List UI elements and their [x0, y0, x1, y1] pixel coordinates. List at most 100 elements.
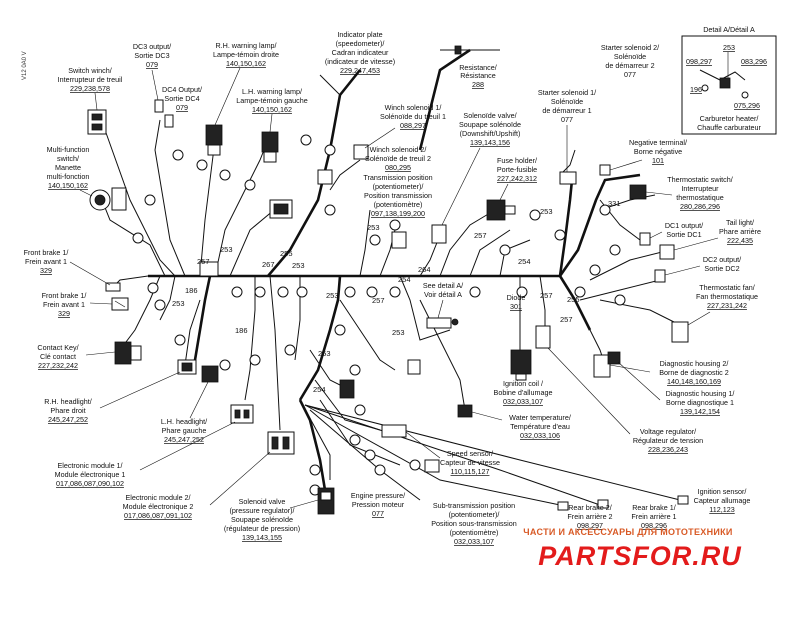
svg-text:077: 077	[624, 70, 636, 79]
label-ignition-sensor: Ignition sensor/ Capteur allumage 112,12…	[694, 487, 751, 514]
label-rear-brake-2: Rear brake 2/ Frein arrière 2 098,297	[567, 503, 612, 530]
label-see-detail-a: See detail A/ Voir détail A	[423, 281, 463, 319]
label-dc4-output: DC4 Output/ Sortie DC4 079	[162, 85, 202, 112]
front-brake-1-switch	[105, 282, 121, 292]
branch-wires	[99, 49, 681, 506]
svg-text:Water temperature/: Water temperature/	[509, 413, 571, 422]
svg-text:Cadran indicateur: Cadran indicateur	[332, 48, 389, 57]
label-rh-headlight: R.H. headlight/ Phare droit 245,247,252	[44, 371, 181, 424]
svg-text:080,295: 080,295	[385, 163, 411, 172]
svg-text:(potentiometer)/: (potentiometer)/	[373, 182, 424, 191]
svg-text:Tail light/: Tail light/	[726, 218, 754, 227]
svg-text:139,143,155: 139,143,155	[242, 533, 282, 542]
indicator-plate-connector	[269, 199, 293, 219]
label-dc2-output: DC2 output/ Sortie DC2	[664, 255, 741, 276]
rear-brake-2-connector	[557, 501, 569, 511]
svg-text:Indicator plate: Indicator plate	[337, 30, 382, 39]
segment-label: 254	[398, 275, 411, 284]
rear-brake-1-connector	[597, 499, 609, 509]
svg-text:Fan thermostatique: Fan thermostatique	[696, 292, 758, 301]
watermark: ЧАСТИ И АКСЕССУАРЫ ДЛЯ МОТОТЕХНИКИ PARTS…	[523, 527, 741, 571]
sub-transmission-connector	[424, 459, 440, 473]
label-diode: Diode 301	[507, 293, 526, 311]
electronic-module-2	[267, 431, 295, 455]
svg-text:229,247,453: 229,247,453	[340, 66, 380, 75]
svg-text:DC2 output/: DC2 output/	[703, 255, 741, 264]
svg-text:101: 101	[652, 156, 664, 165]
dc3-output-connector	[154, 99, 164, 113]
svg-text:228,236,243: 228,236,243	[648, 445, 688, 454]
segment-label: 255	[567, 295, 580, 304]
svg-text:Capteur allumage: Capteur allumage	[694, 496, 751, 505]
segment-label: 257	[560, 315, 573, 324]
svg-text:Ignition sensor/: Ignition sensor/	[698, 487, 747, 496]
detail-ref-253: 253	[723, 43, 735, 52]
svg-text:Winch solenoid 2/: Winch solenoid 2/	[370, 145, 427, 154]
label-voltage-regulator: Voltage regulator/ Régulateur de tension…	[547, 347, 703, 454]
svg-text:Position transmission: Position transmission	[364, 191, 432, 200]
segment-label: 253	[220, 245, 233, 254]
diode-component	[407, 359, 421, 375]
svg-text:Multi-function: Multi-function	[47, 145, 90, 154]
svg-text:Borne de diagnostic 2: Borne de diagnostic 2	[659, 368, 729, 377]
svg-text:227,231,242: 227,231,242	[707, 301, 747, 310]
svg-text:Solénoïde du treuil 1: Solénoïde du treuil 1	[380, 112, 446, 121]
svg-text:Phare gauche: Phare gauche	[162, 426, 207, 435]
lh-warning-lamp	[261, 131, 279, 163]
svg-text:110,115,127: 110,115,127	[451, 467, 490, 476]
svg-text:Front brake 1/: Front brake 1/	[24, 248, 69, 257]
label-thermostatic-switch: Thermostatic switch/ Interrupteur thermo…	[645, 175, 733, 211]
segment-label: 253	[172, 299, 185, 308]
svg-text:077: 077	[372, 509, 384, 518]
label-negative-terminal: Negative terminal/ Borne négative 101	[609, 138, 687, 171]
svg-text:(speedometer)/: (speedometer)/	[336, 39, 385, 48]
water-temperature-sensor	[457, 404, 473, 418]
svg-text:Thermostatic fan/: Thermostatic fan/	[699, 283, 755, 292]
svg-text:032,033,107: 032,033,107	[503, 397, 543, 406]
svg-text:Phare arrière: Phare arrière	[719, 227, 761, 236]
svg-text:Frein arrière 1: Frein arrière 1	[631, 512, 676, 521]
svg-text:Switch winch/: Switch winch/	[68, 66, 112, 75]
svg-text:See detail A/: See detail A/	[423, 281, 463, 290]
label-transmission-position: Transmission position (potentiometer)/ P…	[363, 173, 432, 218]
diagnostic-housing-2	[593, 354, 611, 378]
svg-text:288: 288	[472, 80, 484, 89]
label-speed-sensor: Speed sensor/ Capteur de vitesse 110,115…	[405, 431, 500, 476]
svg-text:245,247,252: 245,247,252	[48, 415, 88, 424]
label-switch-winch: Switch winch/ Interrupteur de treuil 229…	[58, 66, 123, 111]
svg-text:DC4 Output/: DC4 Output/	[162, 85, 202, 94]
svg-text:017,086,087,091,102: 017,086,087,091,102	[124, 511, 192, 520]
svg-text:Contact Key/: Contact Key/	[37, 343, 78, 352]
detail-a-title: Detail A/Détail A	[703, 25, 755, 34]
svg-text:multi-fonction: multi-fonction	[47, 172, 90, 181]
solenoid-valve-pressure-regulator	[317, 487, 335, 515]
components	[87, 45, 689, 515]
segment-label: 186	[235, 326, 248, 335]
svg-text:DC3 output/: DC3 output/	[133, 42, 171, 51]
svg-text:Solénoïde: Solénoïde	[614, 52, 646, 61]
svg-text:Diagnostic housing 2/: Diagnostic housing 2/	[660, 359, 729, 368]
junction-box	[199, 261, 219, 277]
voltage-regulator-connector	[535, 325, 551, 349]
segment-label: 255	[280, 249, 293, 258]
svg-text:Frein avant 1: Frein avant 1	[43, 300, 85, 309]
detail-ref-083-296: 083,296	[741, 57, 767, 66]
svg-text:032,033,107: 032,033,107	[454, 537, 494, 546]
svg-text:Lampe-témoin droite: Lampe-témoin droite	[213, 50, 279, 59]
svg-text:Soupape solénoïde: Soupape solénoïde	[231, 515, 293, 524]
svg-text:Fuse holder/: Fuse holder/	[497, 156, 537, 165]
svg-text:Resistance/: Resistance/	[459, 63, 497, 72]
svg-text:Front brake 1/: Front brake 1/	[42, 291, 87, 300]
svg-text:Sub-transmission position: Sub-transmission position	[433, 501, 515, 510]
label-thermostatic-fan: Thermostatic fan/ Fan thermostatique 227…	[687, 283, 758, 326]
svg-text:Position sous-transmission: Position sous-transmission	[431, 519, 517, 528]
segment-label: 186	[185, 286, 198, 295]
svg-text:Sortie DC4: Sortie DC4	[164, 94, 199, 103]
svg-text:Electronic module 2/: Electronic module 2/	[125, 493, 190, 502]
label-starter-solenoid-2: Starter solenoid 2/ Solénoïde de démarre…	[601, 43, 659, 79]
svg-text:098,296: 098,296	[641, 521, 667, 530]
label-contact-key: Contact Key/ Clé contact 227,232,242	[37, 343, 116, 370]
segment-label: 253	[540, 207, 553, 216]
dc1-output-connector	[639, 232, 651, 246]
